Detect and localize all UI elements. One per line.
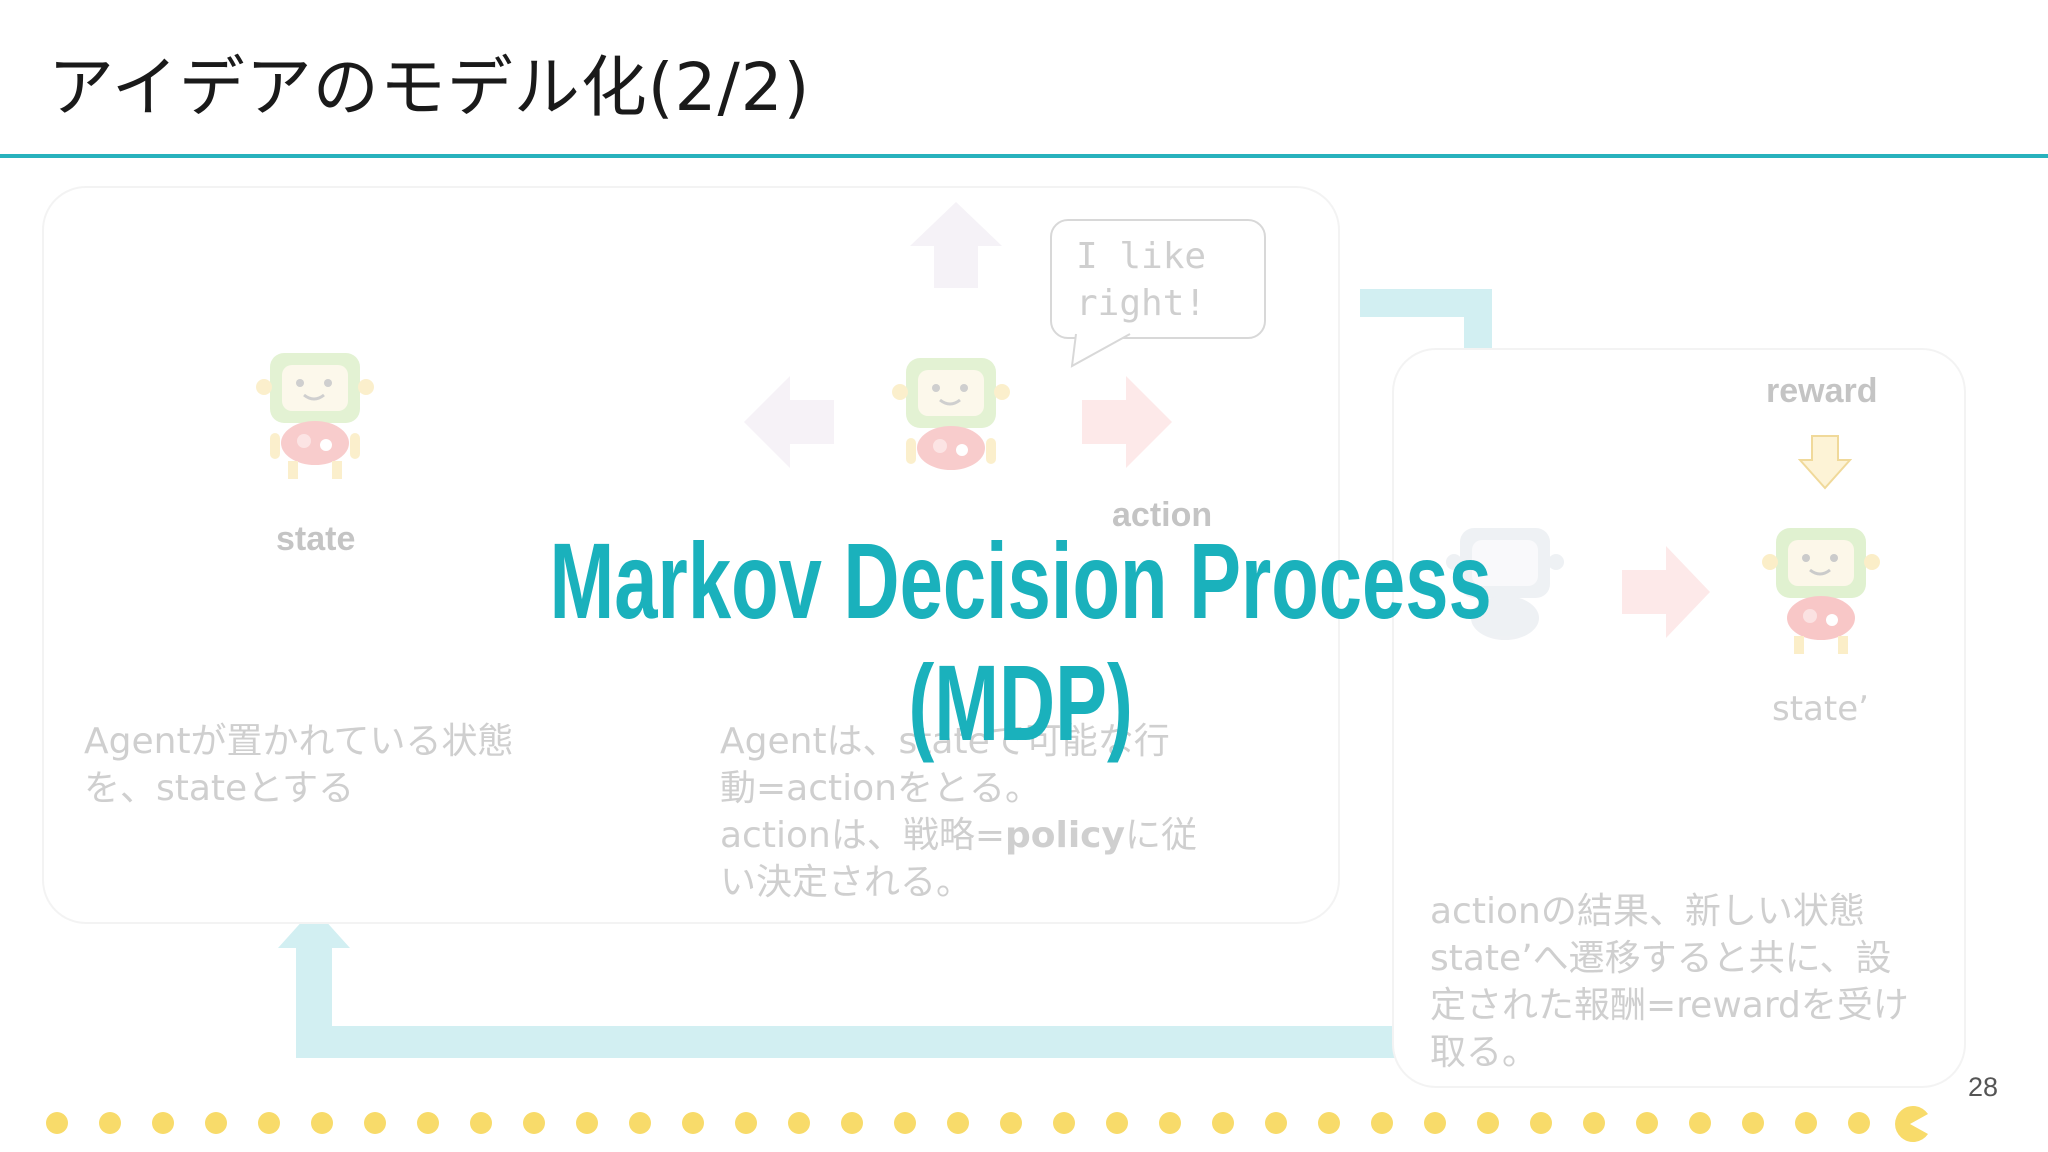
- progress-dot: [576, 1112, 598, 1134]
- state-desc-line-2: を、stateとする: [84, 768, 355, 809]
- pacman-icon: [1895, 1106, 1928, 1142]
- action-label: action: [1112, 496, 1213, 534]
- robot-agent-icon: [1446, 528, 1564, 640]
- progress-dot: [470, 1112, 492, 1134]
- progress-dot: [1795, 1112, 1817, 1134]
- result-desc-line-3: 定された報酬=rewardを受け: [1430, 985, 1909, 1026]
- progress-dot: [258, 1112, 280, 1134]
- progress-dot: [1000, 1112, 1022, 1134]
- state-description: Agentが置かれている状態 を、stateとする: [84, 718, 513, 812]
- progress-dot: [364, 1112, 386, 1134]
- robot-agent-icon: [1762, 528, 1880, 654]
- result-desc-line-4: 取る。: [1430, 1032, 1539, 1073]
- progress-dot: [205, 1112, 227, 1134]
- slide-title: アイデアのモデル化(2/2): [48, 49, 811, 126]
- bubble-line-2: right!: [1076, 283, 1207, 324]
- progress-dot: [523, 1112, 545, 1134]
- progress-dot: [1318, 1112, 1340, 1134]
- progress-dot: [894, 1112, 916, 1134]
- action-description: Agentは、stateで可能な行 動=actionをとる。 actionは、戦…: [720, 718, 1197, 906]
- action-desc-line-3a: actionは、戦略=: [720, 815, 1005, 856]
- progress-dot: [1848, 1112, 1870, 1134]
- progress-dot: [152, 1112, 174, 1134]
- progress-dot: [1477, 1112, 1499, 1134]
- progress-dot: [1689, 1112, 1711, 1134]
- robot-agent-icon: [892, 358, 1010, 470]
- progress-dot: [46, 1112, 68, 1134]
- speech-bubble-tail: [1070, 333, 1131, 368]
- progress-dot: [1371, 1112, 1393, 1134]
- progress-dot: [841, 1112, 863, 1134]
- progress-dot: [1159, 1112, 1181, 1134]
- arrow-up-icon: [910, 202, 1002, 288]
- progress-dot: [1530, 1112, 1552, 1134]
- arrow-right-icon: [1082, 376, 1172, 468]
- action-desc-line-3: actionは、戦略=policyに従: [720, 812, 1197, 859]
- progress-dot: [947, 1112, 969, 1134]
- robot-agent-icon: [256, 353, 374, 479]
- progress-dot: [682, 1112, 704, 1134]
- progress-dot: [1106, 1112, 1128, 1134]
- state-label: state: [276, 520, 356, 558]
- progress-dot: [1583, 1112, 1605, 1134]
- speech-bubble: I like right!: [1050, 219, 1266, 339]
- overlay-heading-line-1: Markov Decision Process: [549, 520, 1492, 641]
- flow-arrow-return: [278, 908, 1412, 1058]
- progress-dot: [1053, 1112, 1075, 1134]
- progress-dot: [1212, 1112, 1234, 1134]
- progress-dot: [629, 1112, 651, 1134]
- progress-dot: [311, 1112, 333, 1134]
- overlay-heading-line-2: (MDP): [908, 642, 1133, 763]
- reward-label: reward: [1766, 372, 1878, 410]
- arrow-left-icon: [744, 376, 834, 468]
- progress-dot: [1265, 1112, 1287, 1134]
- progress-dot: [1424, 1112, 1446, 1134]
- progress-dot: [1742, 1112, 1764, 1134]
- arrow-right-icon: [1622, 546, 1710, 638]
- title-underline: [0, 154, 2048, 158]
- action-desc-line-1: Agentは、stateで可能な行: [720, 721, 1170, 762]
- progress-dot: [99, 1112, 121, 1134]
- progress-dot: [1636, 1112, 1658, 1134]
- bubble-line-1: I like: [1076, 236, 1207, 277]
- progress-dot: [788, 1112, 810, 1134]
- action-desc-line-3c: に従: [1124, 815, 1197, 856]
- progress-dot: [417, 1112, 439, 1134]
- policy-term: policy: [1004, 815, 1125, 856]
- progress-dot: [735, 1112, 757, 1134]
- page-number: 28: [1968, 1072, 1999, 1102]
- state-prime-label: state’: [1772, 689, 1869, 729]
- result-description: actionの結果、新しい状態 state’へ遷移すると共に、設 定された報酬=…: [1430, 888, 1909, 1076]
- right-panel: [1392, 348, 1966, 1088]
- state-desc-line-1: Agentが置かれている状態: [84, 721, 514, 762]
- action-desc-line-4: い決定される。: [720, 862, 973, 903]
- action-desc-line-2: 動=actionをとる。: [720, 768, 1041, 809]
- result-desc-line-1: actionの結果、新しい状態: [1430, 891, 1865, 932]
- arrow-down-icon: [1798, 435, 1852, 490]
- result-desc-line-2: state’へ遷移すると共に、設: [1430, 938, 1892, 979]
